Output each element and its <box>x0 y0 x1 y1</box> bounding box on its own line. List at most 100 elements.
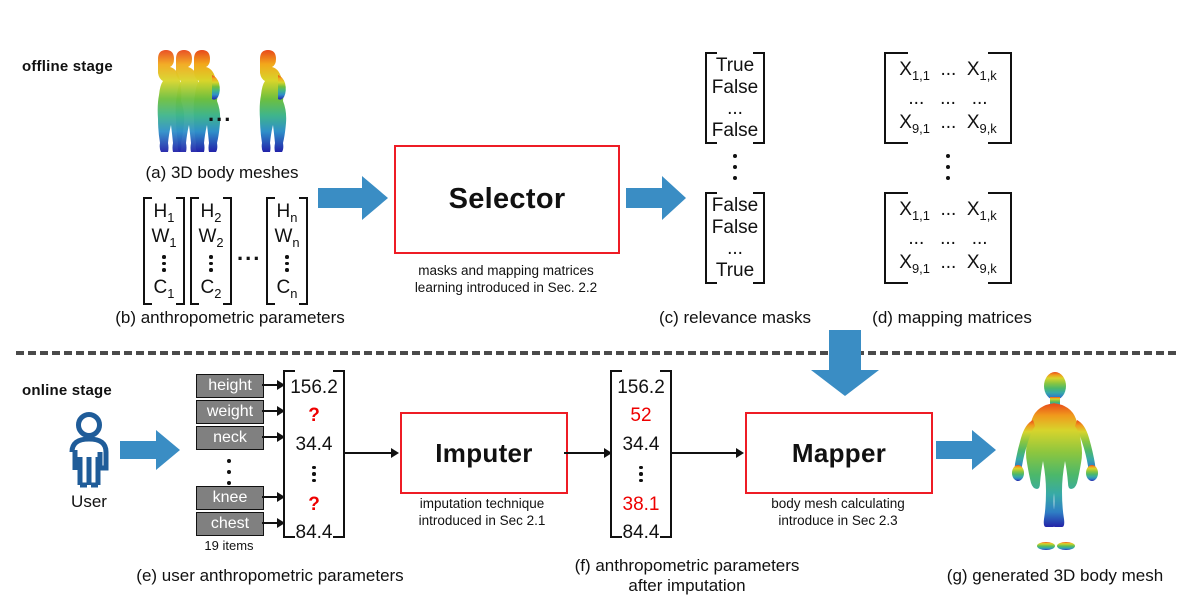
imputer-box[interactable]: Imputer <box>400 412 568 494</box>
generated-body-mesh <box>1000 372 1110 550</box>
selector-title: Selector <box>448 183 566 215</box>
relevance-mask-vector-2: False False ... True <box>705 191 765 285</box>
vector-row: C2 <box>200 276 222 301</box>
param-chip-label: knee <box>212 489 248 506</box>
imputer-caption-line1: imputation technique <box>419 496 545 511</box>
vector-row: W2 <box>198 226 224 250</box>
mapper-box[interactable]: Mapper <box>745 412 933 494</box>
matrix-row: X9,1 ... X9,k <box>899 112 997 137</box>
imputed-value-filled: 38.1 <box>622 493 660 515</box>
param-chip-label: chest <box>210 515 250 532</box>
front-body-mesh-svg <box>1012 372 1098 550</box>
mask-row: False <box>711 216 759 238</box>
param-caption: (b) anthropometric parameters <box>115 308 345 327</box>
selector-box[interactable]: Selector <box>394 145 620 254</box>
vertical-ellipsis <box>209 252 213 275</box>
arrow-user-to-params <box>120 428 182 477</box>
param-chip-label: height <box>208 377 252 394</box>
line-vector-to-mapper-head <box>736 448 744 458</box>
vertical-ellipsis <box>162 252 166 275</box>
imputer-caption: imputation technique introduced in Sec 2… <box>396 496 568 530</box>
arrow-params-to-selector <box>318 174 390 227</box>
chip-connector <box>262 522 278 524</box>
user-value-missing: ? <box>308 493 320 515</box>
imputed-caption-line2: after imputation <box>628 575 746 595</box>
selector-caption-line1: masks and mapping matrices <box>418 263 594 278</box>
vector-row: Wn <box>274 226 300 250</box>
mapping-matrix-2: X1,1 ... X1,k ... ... ... X9,1 ... X9,k <box>884 191 1012 285</box>
param-vector-n: Hn Wn Cn <box>266 196 308 306</box>
imputed-caption-line1: (f) anthropometric parameters <box>574 556 800 575</box>
offline-stage-label: offline stage <box>22 58 113 75</box>
vector-row-sub: n <box>290 209 298 225</box>
imputed-params-caption: (f) anthropometric parameters after impu… <box>522 556 852 595</box>
vector-row-sub: 2 <box>216 234 224 250</box>
user-value: 34.4 <box>295 433 333 455</box>
matrix-row: ... ... ... <box>908 227 988 249</box>
param-chip-label: weight <box>206 403 254 420</box>
vector-row-sub: n <box>290 285 298 301</box>
online-stage-label: online stage <box>22 382 112 399</box>
mask-row: True <box>715 55 755 77</box>
side-body-meshes-svg <box>157 50 287 152</box>
matrix-row: ... ... ... <box>908 87 988 109</box>
user-icon <box>58 412 120 493</box>
imputed-value: 156.2 <box>617 377 665 398</box>
vector-row: H1 <box>153 200 175 225</box>
mapping-matrix-1: X1,1 ... X1,k ... ... ... X9,1 ... X9,k <box>884 51 1012 145</box>
imputed-value: 84.4 <box>622 521 660 543</box>
matrices-caption: (d) mapping matrices <box>872 308 1032 327</box>
imputed-value-filled: 52 <box>630 405 652 427</box>
vertical-ellipsis <box>312 463 316 486</box>
mask-row: False <box>711 195 759 217</box>
vector-row-sub: 2 <box>214 285 222 301</box>
param-chip-chest[interactable]: chest <box>196 512 264 536</box>
matrix-row: X1,1 ... X1,k <box>899 198 997 223</box>
vector-row-sub: 1 <box>167 209 175 225</box>
items-count-note: 19 items <box>204 538 254 553</box>
param-chip-weight[interactable]: weight <box>196 400 264 424</box>
mesh-ellipsis: ... <box>208 101 233 126</box>
mapper-caption: body mesh calculating introduce in Sec 2… <box>748 496 928 530</box>
vector-row: Hn <box>276 200 298 225</box>
chip-connector <box>262 384 278 386</box>
mask-row: ... <box>727 98 743 120</box>
user-value: 84.4 <box>295 521 333 543</box>
mask-row: False <box>711 119 759 141</box>
param-chips-vertical-ellipsis <box>227 455 231 488</box>
imputed-value: 34.4 <box>622 433 660 455</box>
line-imputer-to-vector-head <box>604 448 612 458</box>
vector-row-sub: 1 <box>167 285 175 301</box>
matrix-row: X1,1 ... X1,k <box>899 58 997 83</box>
user-label: User <box>71 492 107 511</box>
arrow-selector-to-masks <box>626 174 688 227</box>
matrices-vertical-ellipsis <box>946 150 950 183</box>
param-chip-knee[interactable]: knee <box>196 486 264 510</box>
vector-row: W1 <box>151 226 177 250</box>
vertical-ellipsis <box>639 463 643 486</box>
param-vector-2: H2 W2 C2 <box>190 196 232 306</box>
mask-row: True <box>715 259 755 281</box>
line-vector-to-imputer <box>345 452 393 454</box>
mesh-caption: (a) 3D body meshes <box>145 163 299 182</box>
selector-caption: masks and mapping matrices learning intr… <box>382 263 630 297</box>
param-vector-ellipsis: ... <box>237 240 262 265</box>
line-vector-to-mapper <box>672 452 738 454</box>
masks-caption: (c) relevance masks <box>658 308 812 327</box>
chip-connector-head <box>277 518 285 528</box>
chip-connector-head <box>277 380 285 390</box>
param-chip-neck[interactable]: neck <box>196 426 264 450</box>
vector-row: C1 <box>153 276 175 301</box>
chip-connector <box>262 436 278 438</box>
mapper-caption-line2: introduce in Sec 2.3 <box>778 512 898 528</box>
vector-row: H2 <box>200 200 222 225</box>
mapper-caption-line1: body mesh calculating <box>771 496 905 511</box>
vector-row-sub: 1 <box>169 234 177 250</box>
matrix-row: X9,1 ... X9,k <box>899 252 997 277</box>
body-mesh-group <box>138 45 298 160</box>
param-chip-height[interactable]: height <box>196 374 264 398</box>
mask-row: ... <box>727 238 743 260</box>
imputer-title: Imputer <box>435 437 533 468</box>
vector-row-sub: n <box>292 234 300 250</box>
chip-connector <box>262 410 278 412</box>
